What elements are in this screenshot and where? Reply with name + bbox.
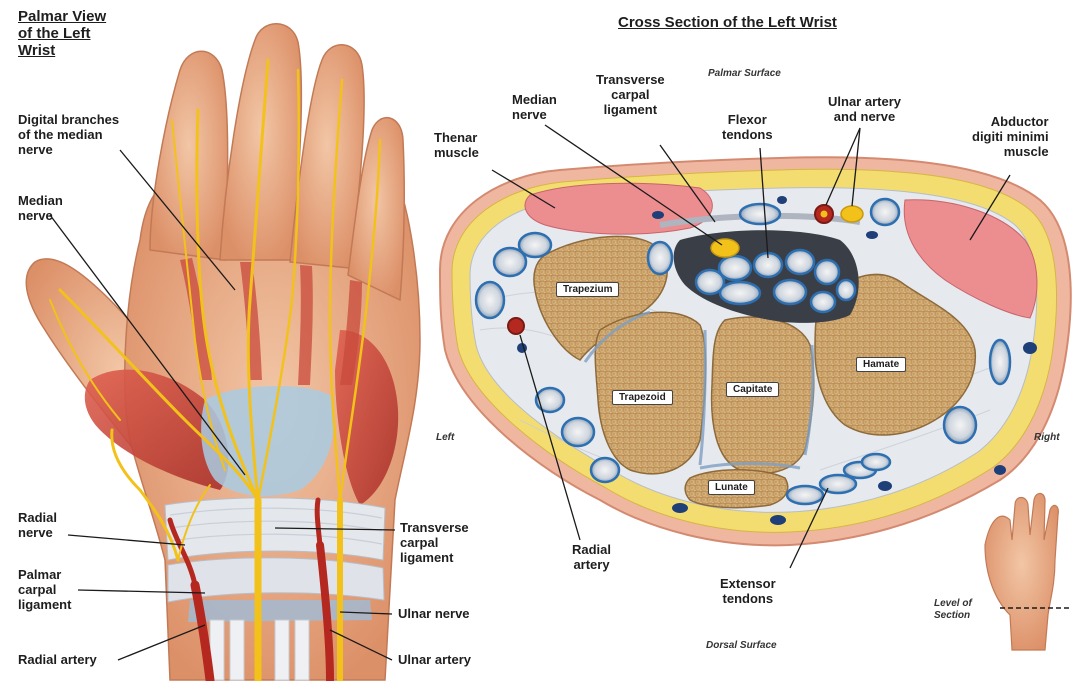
median-nerve-cross bbox=[711, 239, 739, 257]
label-ulnar-artery-nerve: Ulnar artery and nerve bbox=[828, 94, 901, 124]
wrist-cross-section bbox=[440, 157, 1071, 545]
label-radial-artery-right: Radial artery bbox=[572, 542, 611, 572]
label-level-of-section: Level of Section bbox=[934, 598, 972, 622]
label-right-side: Right bbox=[1034, 432, 1060, 444]
label-ulnar-artery: Ulnar artery bbox=[398, 652, 471, 667]
bone-label-lunate: Lunate bbox=[708, 480, 755, 495]
label-palmar-surface: Palmar Surface bbox=[708, 68, 781, 80]
bone-label-trapezium: Trapezium bbox=[556, 282, 619, 297]
label-flexor-tendons: Flexor tendons bbox=[722, 112, 773, 142]
left-panel-title: Palmar View of the Left Wrist bbox=[18, 8, 106, 59]
right-panel-title: Cross Section of the Left Wrist bbox=[618, 14, 837, 31]
label-ulnar-nerve: Ulnar nerve bbox=[398, 606, 470, 621]
level-of-section-hand-icon bbox=[985, 493, 1072, 650]
label-median-nerve-right: Median nerve bbox=[512, 92, 557, 122]
radial-artery-cross bbox=[508, 318, 524, 334]
label-radial-artery-left: Radial artery bbox=[18, 652, 97, 667]
bone-label-hamate: Hamate bbox=[856, 357, 906, 372]
ulnar-nerve-cross bbox=[841, 206, 863, 222]
label-transverse-carpal-ligament-left: Transverse carpal ligament bbox=[400, 520, 469, 565]
label-transverse-carpal-ligament-right: Transverse carpal ligament bbox=[596, 72, 665, 117]
thenar-muscle bbox=[525, 183, 712, 234]
label-abductor-digiti-minimi: Abductor digiti minimi muscle bbox=[972, 114, 1049, 159]
label-dorsal-surface: Dorsal Surface bbox=[706, 640, 777, 652]
label-median-nerve-left: Median nerve bbox=[18, 193, 63, 223]
bone-label-trapezoid: Trapezoid bbox=[612, 390, 673, 405]
bone-label-capitate: Capitate bbox=[726, 382, 779, 397]
label-thenar-muscle: Thenar muscle bbox=[434, 130, 479, 160]
label-extensor-tendons: Extensor tendons bbox=[720, 576, 776, 606]
index-finger bbox=[150, 51, 228, 260]
label-radial-nerve: Radial nerve bbox=[18, 510, 57, 540]
label-digital-branches: Digital branches of the median nerve bbox=[18, 112, 119, 157]
label-palmar-carpal-ligament: Palmar carpal ligament bbox=[18, 567, 71, 612]
label-left-side: Left bbox=[436, 432, 454, 444]
